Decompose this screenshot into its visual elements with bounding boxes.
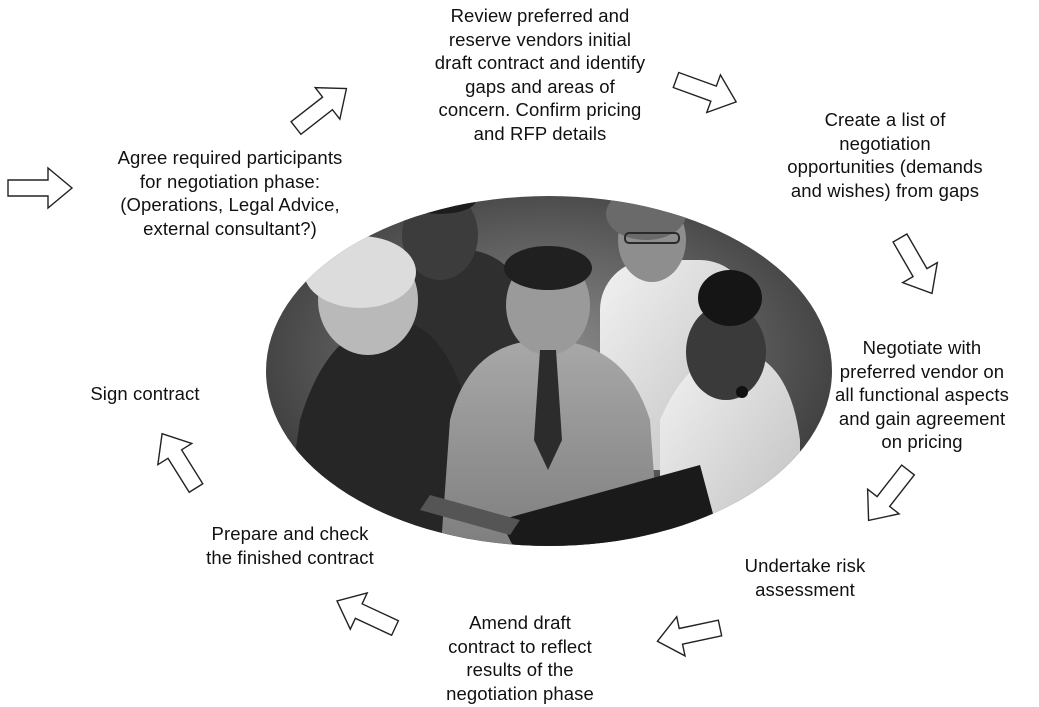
- step-negotiate-with-vendor: Negotiate with preferred vendor on all f…: [835, 337, 1009, 452]
- arrow-negotiate-to-risk: [852, 456, 925, 534]
- step-sign-contract: Sign contract: [90, 383, 200, 404]
- step-review-draft-contract: Review preferred and reserve vendors ini…: [434, 5, 646, 144]
- arrow-risk-to-amend: [652, 607, 725, 662]
- arrow-opportunities-to-negotiate: [881, 227, 951, 305]
- step-create-opportunities-list: Create a list of negotiation opportuniti…: [787, 109, 983, 201]
- step-risk-assessment: Undertake risk assessment: [744, 555, 866, 600]
- step-amend-draft-contract: Amend draft contract to reflect results …: [446, 612, 594, 704]
- arrow-prepare-to-sign: [144, 422, 214, 500]
- arrow-amend-to-prepare: [327, 582, 405, 647]
- step-agree-participants: Agree required participants for negotiat…: [117, 147, 343, 239]
- team-photo: [266, 196, 832, 546]
- arrow-participants-to-review: [282, 72, 360, 145]
- arrow-entry: [7, 167, 73, 209]
- step-prepare-and-check-contract: Prepare and check the finished contract: [206, 523, 374, 568]
